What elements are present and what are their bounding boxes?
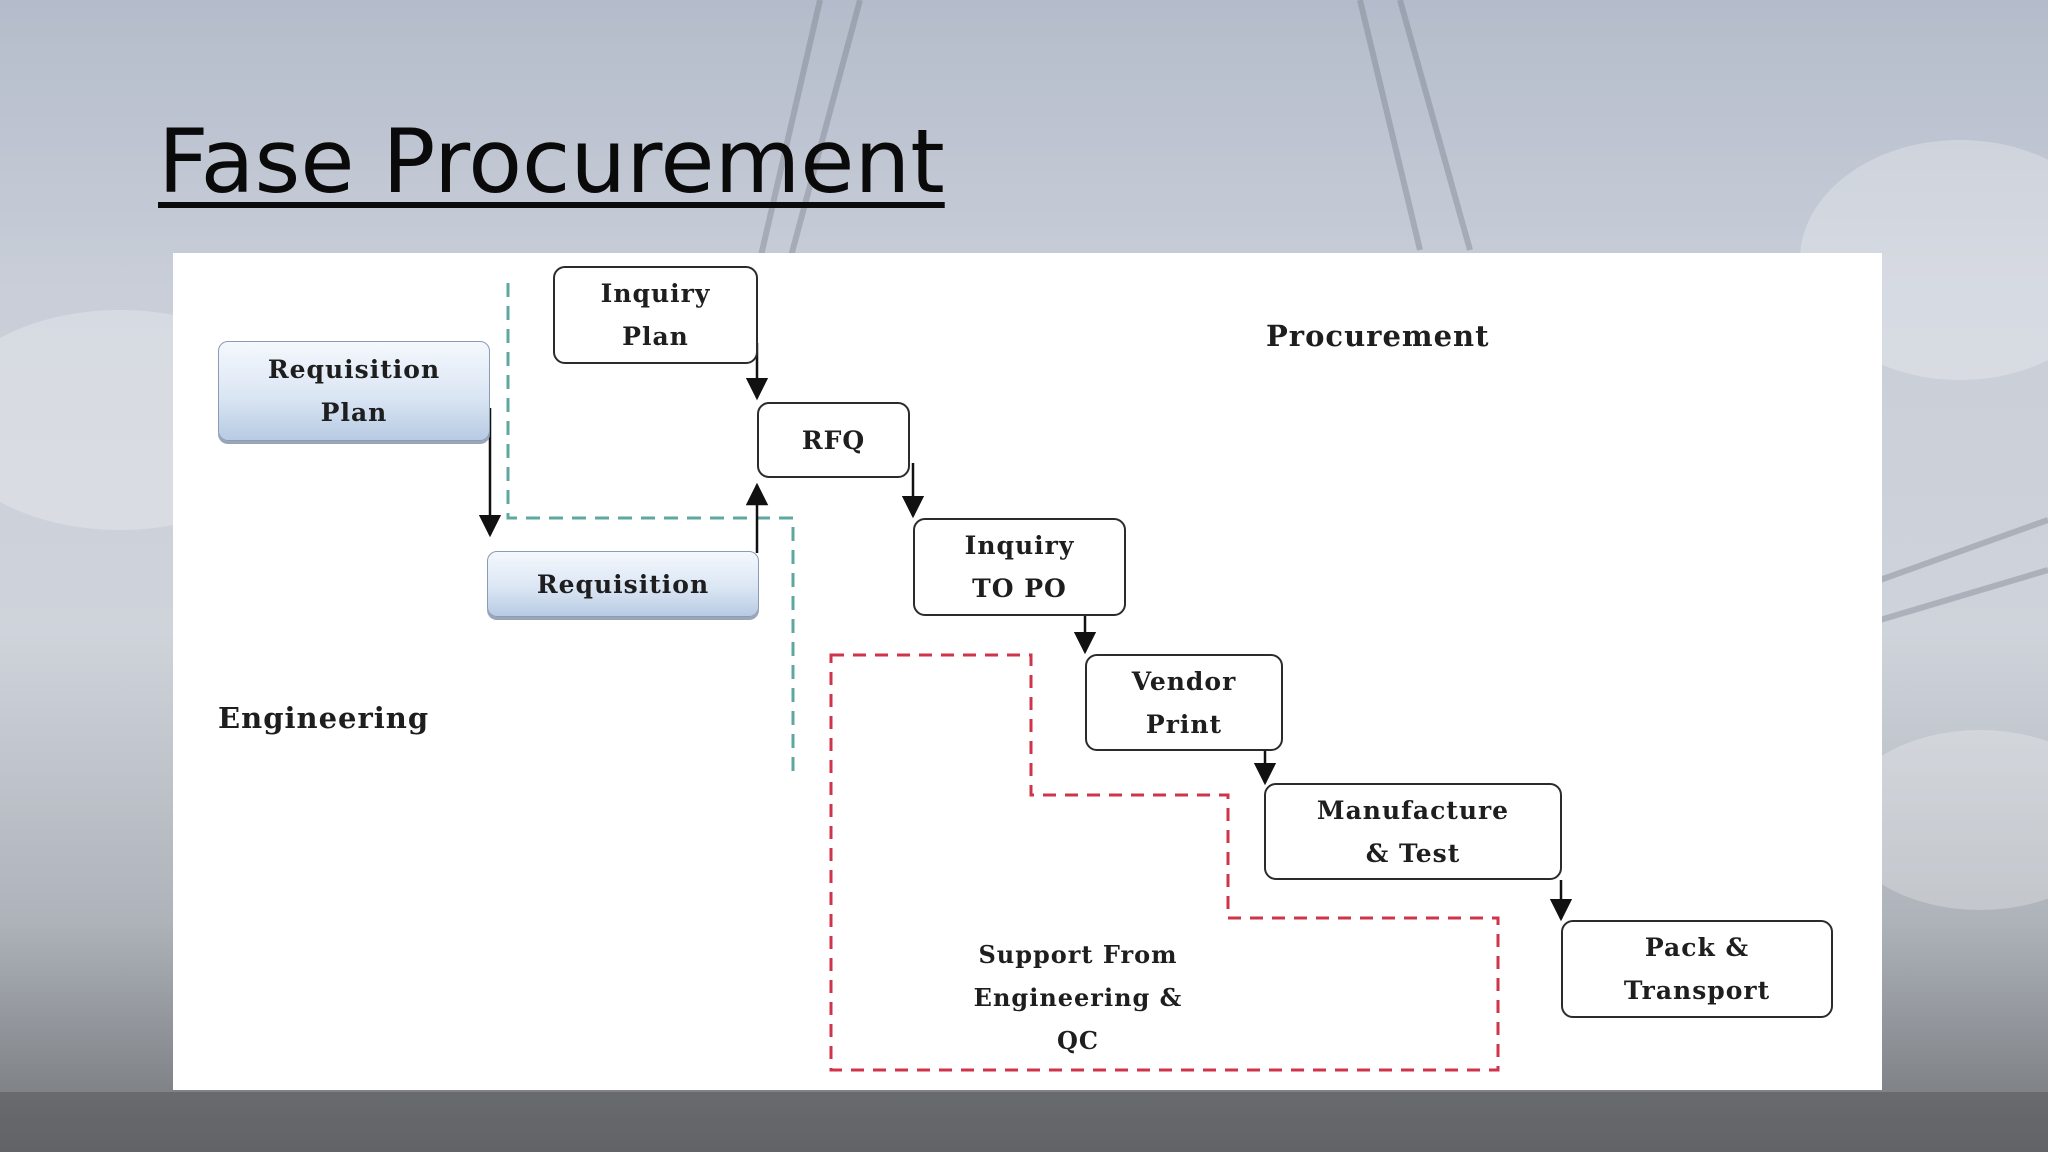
inquiry-to-po-label: Inquiry TO PO: [964, 531, 1075, 603]
engineering-boundary-line: [506, 283, 795, 773]
page-title: Fase Procurement: [158, 110, 945, 213]
requisition-node: Requisition: [487, 551, 759, 617]
rfq-node: RFQ: [757, 402, 910, 478]
procurement-section-label: Procurement: [1266, 319, 1490, 353]
requisition-label: Requisition: [536, 569, 710, 599]
pack-transport-node: Pack & Transport: [1561, 920, 1833, 1018]
diagram-connectors: [478, 283, 1573, 1072]
inquiry-to-po-node: Inquiry TO PO: [913, 518, 1126, 616]
procurement-diagram: Procurement Engineering Inquiry Plan Req…: [173, 253, 1882, 1090]
rfq-label: RFQ: [801, 425, 866, 455]
support-note-text: Support From Engineering & QC: [973, 940, 1183, 1055]
requisition-plan-label: Requisition Plan: [267, 355, 441, 427]
requisition-plan-node: Requisition Plan: [218, 341, 490, 441]
manufacture-test-label: Manufacture & Test: [1316, 795, 1510, 868]
manufacture-test-node: Manufacture & Test: [1264, 783, 1562, 880]
support-note: Support From Engineering & QC: [948, 933, 1208, 1058]
vendor-print-node: Vendor Print: [1085, 654, 1283, 751]
support-region-boundary: [829, 653, 1500, 1072]
pack-transport-label: Pack & Transport: [1623, 933, 1771, 1005]
inquiry-plan-node: Inquiry Plan: [553, 266, 758, 364]
inquiry-plan-label: Inquiry Plan: [600, 279, 711, 351]
vendor-print-label: Vendor Print: [1131, 666, 1237, 739]
engineering-section-label: Engineering: [218, 701, 430, 735]
